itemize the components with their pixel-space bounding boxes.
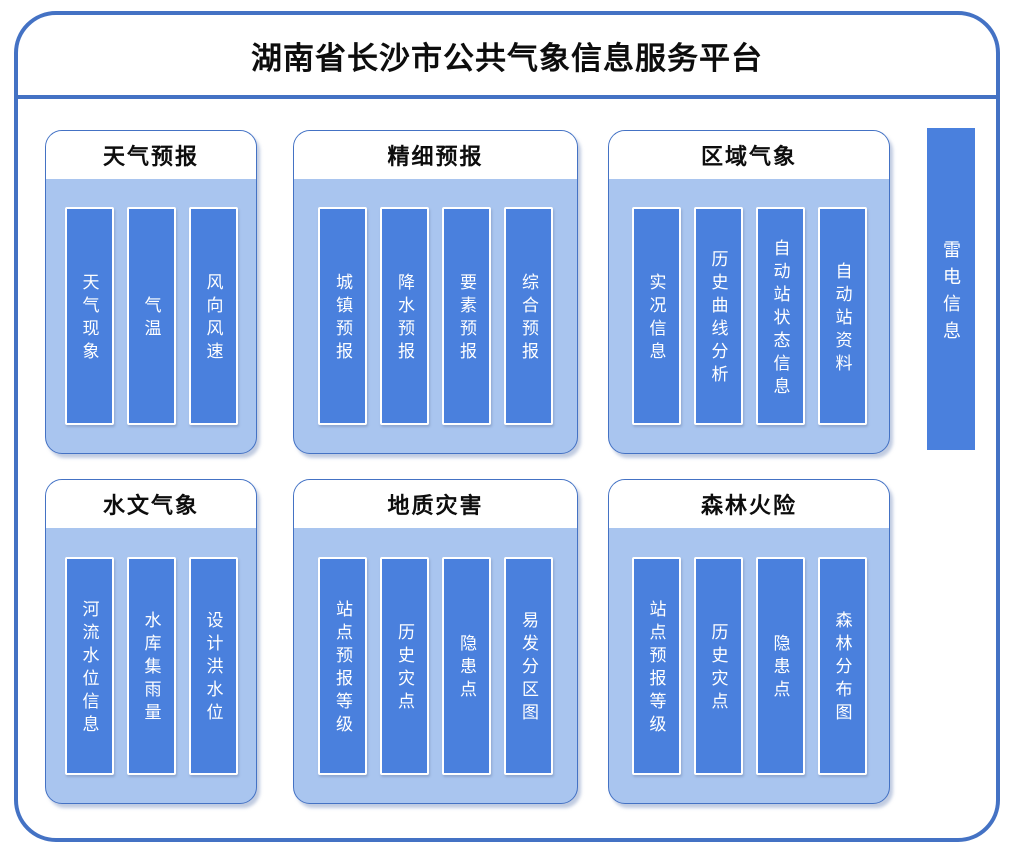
item-label: 河流水位信息: [79, 599, 99, 738]
item-bar-auto-station-data: 自动站资料: [817, 207, 867, 425]
item-label: 降水预报: [395, 273, 414, 365]
item-bar-precipitation-forecast: 降水预报: [380, 207, 429, 425]
panel-weather-forecast-title: 天气预报: [46, 131, 256, 179]
item-label: 易发分区图: [519, 611, 538, 726]
panel-fine-forecast-body: 城镇预报 降水预报 要素预报 综合预报: [294, 179, 577, 453]
item-bar-live-info: 实况信息: [631, 207, 681, 425]
item-bar-forest-distribution-map: 森林分布图: [817, 556, 867, 775]
item-label: 自动站资料: [832, 261, 852, 377]
page-title: 湖南省长沙市公共气象信息服务平台: [251, 40, 763, 76]
item-bar-temperature: 气温: [126, 207, 176, 425]
panel-hydrology-meteorology-body: 河流水位信息 水库集雨量 设计洪水位: [46, 528, 256, 803]
panel-forest-fire-risk-body: 站点预报等级 历史灾点 隐患点 森林分布图: [609, 528, 889, 803]
panel-forest-fire-risk-title: 森林火险: [609, 480, 889, 528]
item-bar-historical-disaster-points: 历史灾点: [693, 556, 743, 775]
item-bar-river-water-level: 河流水位信息: [64, 556, 114, 775]
panel-geological-disaster: 地质灾害 站点预报等级 历史灾点 隐患点 易发分区图: [293, 479, 578, 804]
item-bar-wind: 风向风速: [188, 207, 238, 425]
title-band: 湖南省长沙市公共气象信息服务平台: [18, 15, 996, 99]
lightning-info-label: 雷电信息: [941, 239, 961, 348]
item-bar-comprehensive-forecast: 综合预报: [504, 207, 553, 425]
item-bar-town-forecast: 城镇预报: [318, 207, 367, 425]
panel-geological-disaster-title: 地质灾害: [294, 480, 577, 528]
item-label: 气温: [141, 296, 161, 342]
lightning-info-bar: 雷电信息: [927, 128, 975, 450]
item-bar-hidden-danger-points: 隐患点: [755, 556, 805, 775]
panel-fine-forecast-title: 精细预报: [294, 131, 577, 179]
item-bar-station-forecast-level: 站点预报等级: [318, 556, 367, 775]
item-label: 水库集雨量: [141, 611, 161, 726]
item-label: 自动站状态信息: [770, 238, 790, 400]
item-label: 站点预报等级: [646, 599, 666, 738]
item-label: 要素预报: [457, 273, 476, 365]
item-label: 风向风速: [203, 273, 223, 365]
item-label: 实况信息: [646, 273, 666, 365]
item-bar-station-forecast-level: 站点预报等级: [631, 556, 681, 775]
item-bar-history-curve-analysis: 历史曲线分析: [693, 207, 743, 425]
item-bar-design-flood-level: 设计洪水位: [188, 556, 238, 775]
panel-weather-forecast: 天气预报 天气现象 气温 风向风速: [45, 130, 257, 454]
panel-geological-disaster-body: 站点预报等级 历史灾点 隐患点 易发分区图: [294, 528, 577, 803]
panel-weather-forecast-body: 天气现象 气温 风向风速: [46, 179, 256, 453]
panel-hydrology-meteorology: 水文气象 河流水位信息 水库集雨量 设计洪水位: [45, 479, 257, 804]
item-bar-hidden-danger-points: 隐患点: [442, 556, 491, 775]
item-bar-susceptibility-zoning-map: 易发分区图: [504, 556, 553, 775]
item-label: 森林分布图: [832, 611, 852, 726]
item-label: 站点预报等级: [333, 599, 352, 738]
item-label: 天气现象: [79, 273, 99, 365]
item-label: 设计洪水位: [203, 611, 223, 726]
item-bar-element-forecast: 要素预报: [442, 207, 491, 425]
panel-regional-meteorology-title: 区域气象: [609, 131, 889, 179]
item-label: 综合预报: [519, 273, 538, 365]
item-label: 历史灾点: [708, 622, 728, 715]
panel-regional-meteorology: 区域气象 实况信息 历史曲线分析 自动站状态信息 自动站资料: [608, 130, 890, 454]
panel-fine-forecast: 精细预报 城镇预报 降水预报 要素预报 综合预报: [293, 130, 578, 454]
panel-regional-meteorology-body: 实况信息 历史曲线分析 自动站状态信息 自动站资料: [609, 179, 889, 453]
item-bar-auto-station-status: 自动站状态信息: [755, 207, 805, 425]
item-label: 隐患点: [770, 634, 790, 703]
panel-forest-fire-risk: 森林火险 站点预报等级 历史灾点 隐患点 森林分布图: [608, 479, 890, 804]
item-label: 历史曲线分析: [708, 250, 728, 388]
item-label: 城镇预报: [333, 273, 352, 365]
item-label: 隐患点: [457, 634, 476, 703]
panel-hydrology-meteorology-title: 水文气象: [46, 480, 256, 528]
item-label: 历史灾点: [395, 622, 414, 715]
item-bar-historical-disaster-points: 历史灾点: [380, 556, 429, 775]
item-bar-weather-phenomena: 天气现象: [64, 207, 114, 425]
item-bar-reservoir-rainfall: 水库集雨量: [126, 556, 176, 775]
